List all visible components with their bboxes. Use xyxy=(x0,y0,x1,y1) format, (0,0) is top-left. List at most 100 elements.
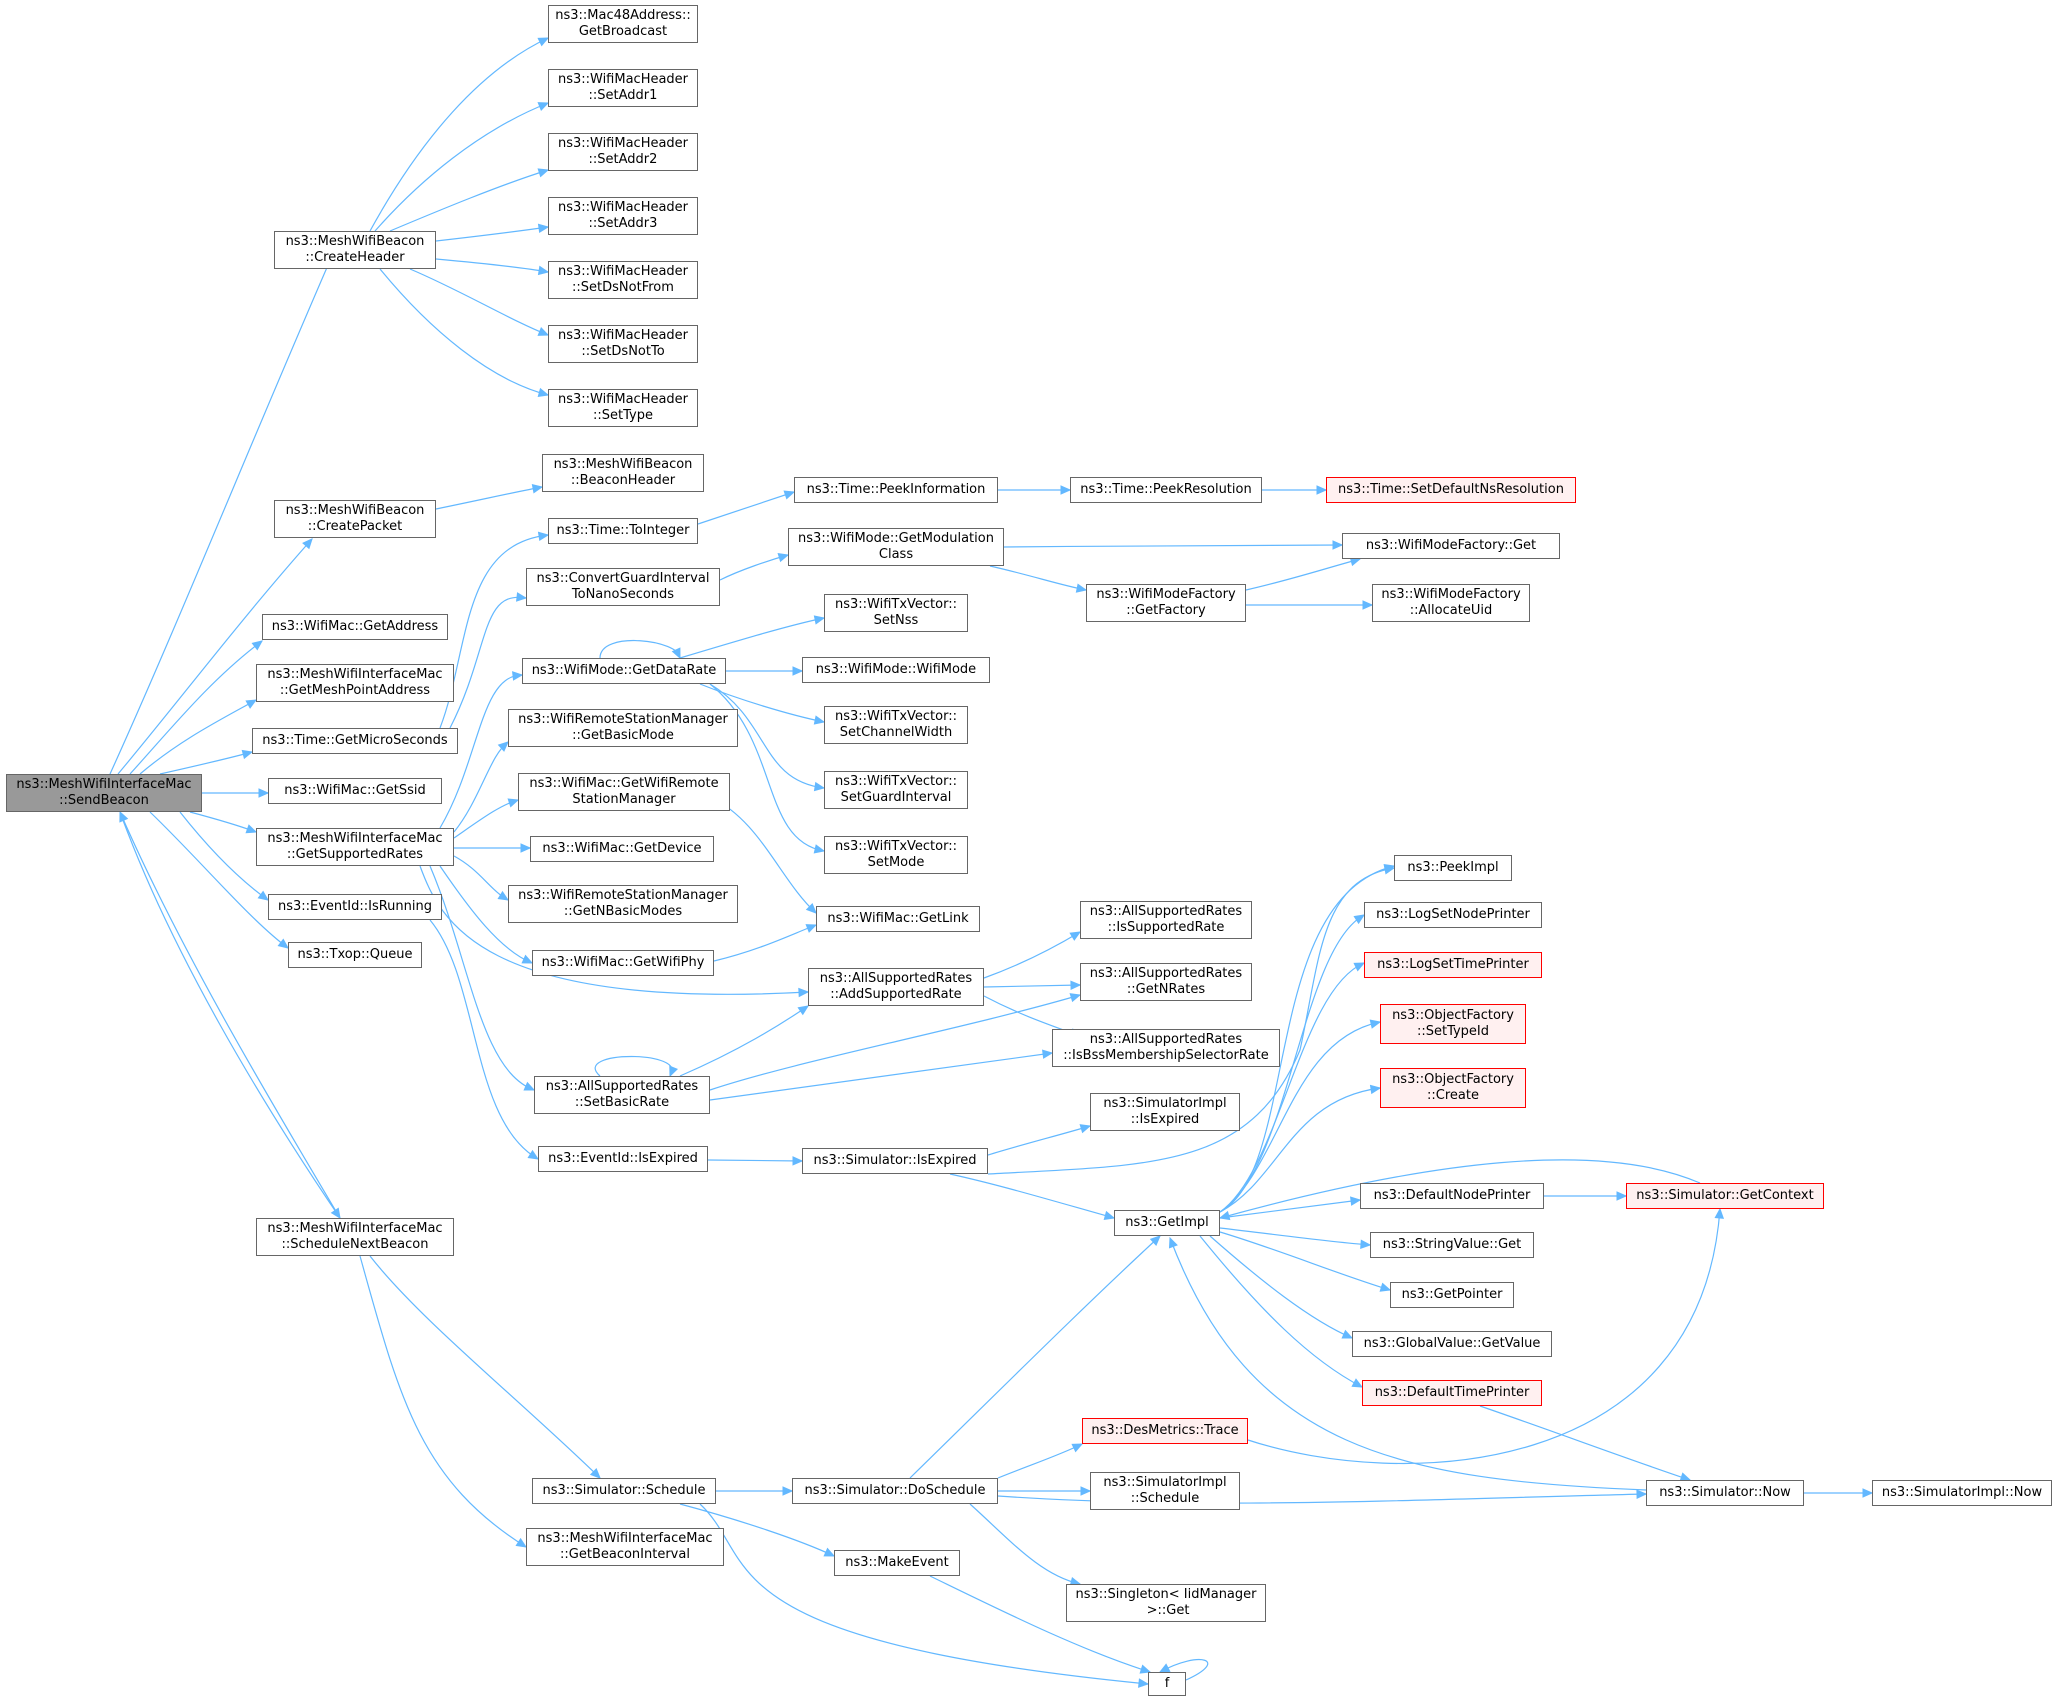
node-make-event[interactable]: ns3::MakeEvent xyxy=(834,1550,960,1576)
edge-arrowhead xyxy=(241,749,254,760)
call-edge xyxy=(983,931,1081,979)
edge-arrowhead xyxy=(1353,962,1366,972)
node-to-integer[interactable]: ns3::Time::ToInteger xyxy=(548,518,698,544)
node-get-impl[interactable]: ns3::GetImpl xyxy=(1114,1210,1220,1236)
node-global-value-get-value[interactable]: ns3::GlobalValue::GetValue xyxy=(1352,1331,1552,1357)
node-object-factory-create[interactable]: ns3::ObjectFactory ::Create xyxy=(1380,1068,1526,1108)
call-edge xyxy=(697,491,795,525)
node-set-addr2[interactable]: ns3::WifiMacHeader ::SetAddr2 xyxy=(548,133,698,171)
node-default-node-printer[interactable]: ns3::DefaultNodePrinter xyxy=(1360,1183,1544,1209)
node-des-metrics-trace[interactable]: ns3::DesMetrics::Trace xyxy=(1082,1418,1248,1444)
node-get-factory[interactable]: ns3::WifiModeFactory ::GetFactory xyxy=(1086,584,1246,622)
call-edge xyxy=(679,617,825,659)
call-edge xyxy=(987,1125,1091,1156)
call-edge xyxy=(594,1055,673,1077)
node-get-supported-rates[interactable]: ns3::MeshWifiInterfaceMac ::GetSupported… xyxy=(256,828,454,866)
node-event-is-expired[interactable]: ns3::EventId::IsExpired xyxy=(538,1146,708,1172)
node-string-value-get[interactable]: ns3::StringValue::Get xyxy=(1370,1232,1534,1258)
node-impl-is-expired[interactable]: ns3::SimulatorImpl ::IsExpired xyxy=(1090,1093,1240,1131)
node-log-set-node-printer[interactable]: ns3::LogSetNodePrinter xyxy=(1364,902,1542,928)
node-get-micro-seconds[interactable]: ns3::Time::GetMicroSeconds xyxy=(252,728,458,754)
node-peek-resolution[interactable]: ns3::Time::PeekResolution xyxy=(1070,477,1262,503)
call-edge xyxy=(389,169,549,232)
call-edge xyxy=(129,640,263,775)
node-get-n-basic-modes[interactable]: ns3::WifiRemoteStationManager ::GetNBasi… xyxy=(508,885,738,923)
node-is-running[interactable]: ns3::EventId::IsRunning xyxy=(268,894,442,920)
node-peek-impl[interactable]: ns3::PeekImpl xyxy=(1394,855,1512,881)
node-get-data-rate[interactable]: ns3::WifiMode::GetDataRate xyxy=(522,658,726,684)
node-is-supported-rate[interactable]: ns3::AllSupportedRates ::IsSupportedRate xyxy=(1080,901,1252,939)
node-set-basic-rate[interactable]: ns3::AllSupportedRates ::SetBasicRate xyxy=(534,1076,710,1114)
node-f[interactable]: f xyxy=(1148,1672,1186,1696)
edge-arrowhead xyxy=(537,37,550,47)
node-create-packet[interactable]: ns3::MeshWifiBeacon ::CreatePacket xyxy=(274,500,436,538)
node-get-address[interactable]: ns3::WifiMac::GetAddress xyxy=(262,614,448,640)
edge-arrowhead xyxy=(792,666,804,676)
node-log-set-time-printer[interactable]: ns3::LogSetTimePrinter xyxy=(1364,952,1542,978)
edge-arrowhead xyxy=(797,1005,810,1016)
node-get-link[interactable]: ns3::WifiMac::GetLink xyxy=(816,906,980,932)
node-get-modulation-class[interactable]: ns3::WifiMode::GetModulation Class xyxy=(788,528,1004,566)
node-set-mode[interactable]: ns3::WifiTxVector:: SetMode xyxy=(824,836,968,874)
node-create-header[interactable]: ns3::MeshWifiBeacon ::CreateHeader xyxy=(274,231,436,269)
node-impl-now[interactable]: ns3::SimulatorImpl::Now xyxy=(1872,1480,2052,1506)
node-set-guard-interval[interactable]: ns3::WifiTxVector:: SetGuardInterval xyxy=(824,771,968,809)
node-set-addr1[interactable]: ns3::WifiMacHeader ::SetAddr1 xyxy=(548,69,698,107)
node-get-mesh-point-address[interactable]: ns3::MeshWifiInterfaceMac ::GetMeshPoint… xyxy=(256,664,454,702)
edge-arrowhead xyxy=(245,699,258,709)
node-set-nss[interactable]: ns3::WifiTxVector:: SetNss xyxy=(824,594,968,632)
call-edge xyxy=(439,534,549,729)
node-singleton-get[interactable]: ns3::Singleton< IidManager >::Get xyxy=(1066,1584,1266,1622)
call-edge xyxy=(709,1052,1053,1101)
node-beacon-header[interactable]: ns3::MeshWifiBeacon ::BeaconHeader xyxy=(542,454,704,492)
edge-arrowhead xyxy=(782,1486,794,1496)
edge-arrowhead xyxy=(497,890,510,901)
node-allocate-uid[interactable]: ns3::WifiModeFactory ::AllocateUid xyxy=(1372,584,1530,622)
node-get-n-rates[interactable]: ns3::AllSupportedRates ::GetNRates xyxy=(1080,963,1252,1001)
node-set-ds-not-from[interactable]: ns3::WifiMacHeader ::SetDsNotFrom xyxy=(548,261,698,299)
node-set-ds-not-to[interactable]: ns3::WifiMacHeader ::SetDsNotTo xyxy=(548,325,698,363)
edge-arrowhead xyxy=(1360,1239,1372,1250)
call-edge xyxy=(719,554,789,581)
edge-arrowhead xyxy=(1069,993,1082,1003)
call-edge xyxy=(1219,1227,1371,1246)
node-convert-guard-interval[interactable]: ns3::ConvertGuardInterval ToNanoSeconds xyxy=(526,568,720,606)
edge-arrowhead xyxy=(805,903,817,914)
node-get-device[interactable]: ns3::WifiMac::GetDevice xyxy=(530,836,714,862)
edge-arrowhead xyxy=(302,538,313,550)
node-set-type[interactable]: ns3::WifiMacHeader ::SetType xyxy=(548,389,698,427)
edge-arrowhead xyxy=(1103,1210,1116,1221)
node-get-context[interactable]: ns3::Simulator::GetContext xyxy=(1626,1183,1824,1209)
node-object-factory-set-type-id[interactable]: ns3::ObjectFactory ::SetTypeId xyxy=(1380,1004,1526,1044)
node-is-bss-membership-selector-rate[interactable]: ns3::AllSupportedRates ::IsBssMembership… xyxy=(1052,1029,1280,1067)
node-set-channel-width[interactable]: ns3::WifiTxVector:: SetChannelWidth xyxy=(824,706,968,744)
node-default-time-printer[interactable]: ns3::DefaultTimePrinter xyxy=(1362,1380,1542,1406)
node-get-basic-mode[interactable]: ns3::WifiRemoteStationManager ::GetBasic… xyxy=(508,709,738,747)
node-get-wifi-phy[interactable]: ns3::WifiMac::GetWifiPhy xyxy=(532,950,714,976)
node-wifi-mode-ctor[interactable]: ns3::WifiMode::WifiMode xyxy=(802,657,990,683)
edge-arrowhead xyxy=(1149,1235,1161,1247)
node-simulator-now[interactable]: ns3::Simulator::Now xyxy=(1646,1480,1804,1506)
node-get-beacon-interval[interactable]: ns3::MeshWifiInterfaceMac ::GetBeaconInt… xyxy=(526,1528,724,1566)
call-edge xyxy=(429,919,539,1160)
node-schedule-next-beacon[interactable]: ns3::MeshWifiInterfaceMac ::ScheduleNext… xyxy=(256,1218,454,1256)
call-edge xyxy=(109,232,343,775)
call-edge xyxy=(453,741,509,833)
node-get-broadcast[interactable]: ns3::Mac48Address:: GetBroadcast xyxy=(548,5,698,43)
node-get-ssid[interactable]: ns3::WifiMac::GetSsid xyxy=(268,778,442,804)
edge-arrowhead xyxy=(1080,1486,1092,1496)
node-get-wifi-remote-station-manager[interactable]: ns3::WifiMac::GetWifiRemote StationManag… xyxy=(518,773,730,811)
node-simulator-is-expired[interactable]: ns3::Simulator::IsExpired xyxy=(802,1148,988,1174)
node-do-schedule[interactable]: ns3::Simulator::DoSchedule xyxy=(792,1478,998,1504)
edge-arrowhead xyxy=(245,824,258,834)
node-peek-information[interactable]: ns3::Time::PeekInformation xyxy=(794,477,998,503)
edge-arrowhead xyxy=(813,615,826,625)
node-get-pointer[interactable]: ns3::GetPointer xyxy=(1390,1282,1514,1308)
node-wifi-mode-factory-get[interactable]: ns3::WifiModeFactory::Get xyxy=(1342,533,1560,559)
node-simulator-schedule[interactable]: ns3::Simulator::Schedule xyxy=(532,1478,716,1504)
node-set-default-ns-resolution[interactable]: ns3::Time::SetDefaultNsResolution xyxy=(1326,477,1576,503)
node-impl-schedule[interactable]: ns3::SimulatorImpl ::Schedule xyxy=(1090,1472,1240,1510)
node-add-supported-rate[interactable]: ns3::AllSupportedRates ::AddSupportedRat… xyxy=(808,968,984,1006)
node-set-addr3[interactable]: ns3::WifiMacHeader ::SetAddr3 xyxy=(548,197,698,235)
node-txop-queue[interactable]: ns3::Txop::Queue xyxy=(288,942,422,968)
